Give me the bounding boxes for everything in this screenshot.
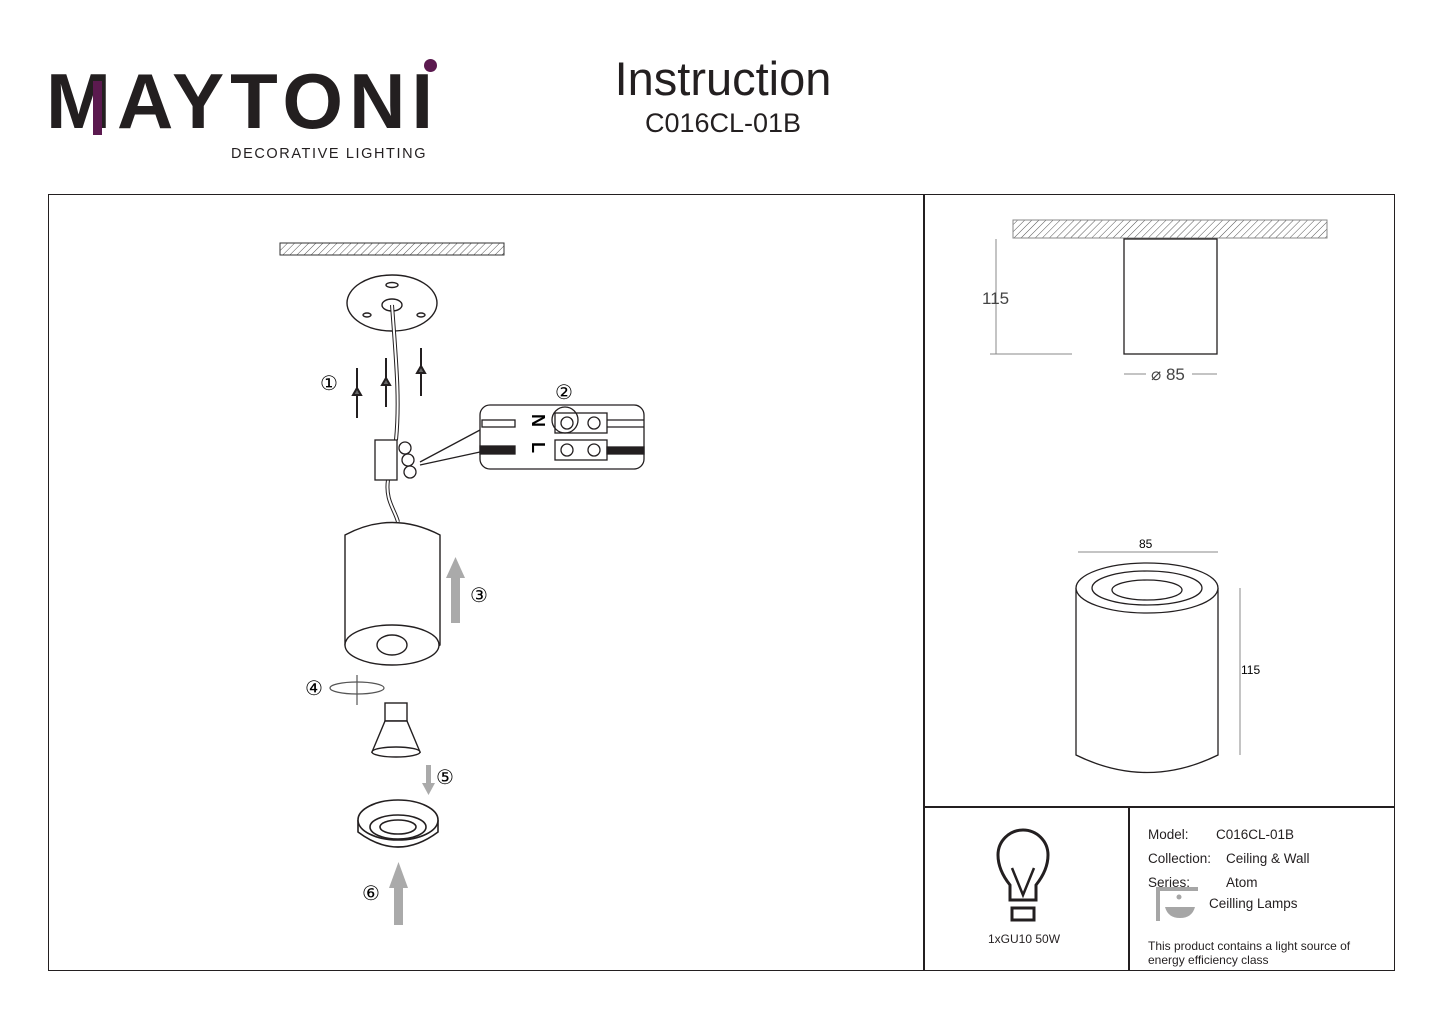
brand-logo: MAYTONI — [46, 57, 440, 145]
terminal-block — [374, 429, 481, 481]
dimension-height: 115 — [1241, 663, 1260, 677]
energy-note: This product contains a light source of — [1148, 939, 1351, 953]
bezel-ring — [357, 799, 439, 848]
up-arrow — [394, 885, 403, 925]
document-title: Instruction — [614, 52, 832, 105]
step-5-label: ⑤ — [436, 767, 454, 789]
logo-accent-bar — [93, 81, 102, 135]
brand-tagline: DECORATIVE LIGHTING — [231, 146, 428, 162]
lamp-body — [344, 521, 441, 666]
live-label: L — [528, 442, 548, 453]
dimension-width: 85 — [1139, 537, 1153, 551]
ceiling-hatch — [279, 242, 505, 256]
series-value: Atom — [1226, 875, 1258, 890]
step-2-label: ② — [555, 382, 573, 404]
model-number: C016CL-01B — [644, 108, 802, 138]
dimension-height: 115 — [982, 289, 1009, 308]
bulb-spec: 1xGU10 50W — [988, 932, 1061, 946]
collection-value: Ceiling & Wall — [1226, 851, 1310, 866]
instruction-frame — [48, 194, 1395, 971]
step-3-label: ③ — [470, 585, 488, 607]
wiring-detail — [479, 404, 645, 470]
cable — [385, 304, 400, 523]
step-1-label: ① — [320, 373, 338, 395]
divider — [1128, 806, 1130, 971]
gu10-bulb — [370, 702, 422, 758]
up-arrow — [451, 575, 460, 623]
logo-accent-dot — [424, 59, 437, 72]
neutral-label: N — [528, 414, 548, 427]
model-value: C016CL-01B — [1216, 827, 1295, 842]
dimension-diameter: ⌀ 85 — [1151, 365, 1185, 384]
energy-note: energy efficiency class — [1148, 953, 1269, 967]
lamp-side-view — [1123, 238, 1218, 355]
screws — [351, 348, 427, 418]
down-arrow — [426, 765, 431, 785]
ceiling-hatch — [1012, 219, 1328, 239]
rotate-arrow — [329, 675, 385, 705]
series-label: Series: — [1148, 875, 1191, 890]
collection-label: Collection: — [1148, 851, 1212, 866]
ceiling-lamp-icon — [1156, 887, 1198, 921]
divider — [923, 806, 1395, 808]
bulb-icon — [996, 828, 1050, 922]
lamp-type: Ceilling Lamps — [1209, 896, 1298, 911]
step-6-label: ⑥ — [362, 883, 380, 905]
lamp-perspective-view — [1075, 562, 1219, 774]
model-label: Model: — [1148, 827, 1189, 842]
step-4-label: ④ — [305, 678, 323, 700]
divider — [923, 194, 925, 971]
